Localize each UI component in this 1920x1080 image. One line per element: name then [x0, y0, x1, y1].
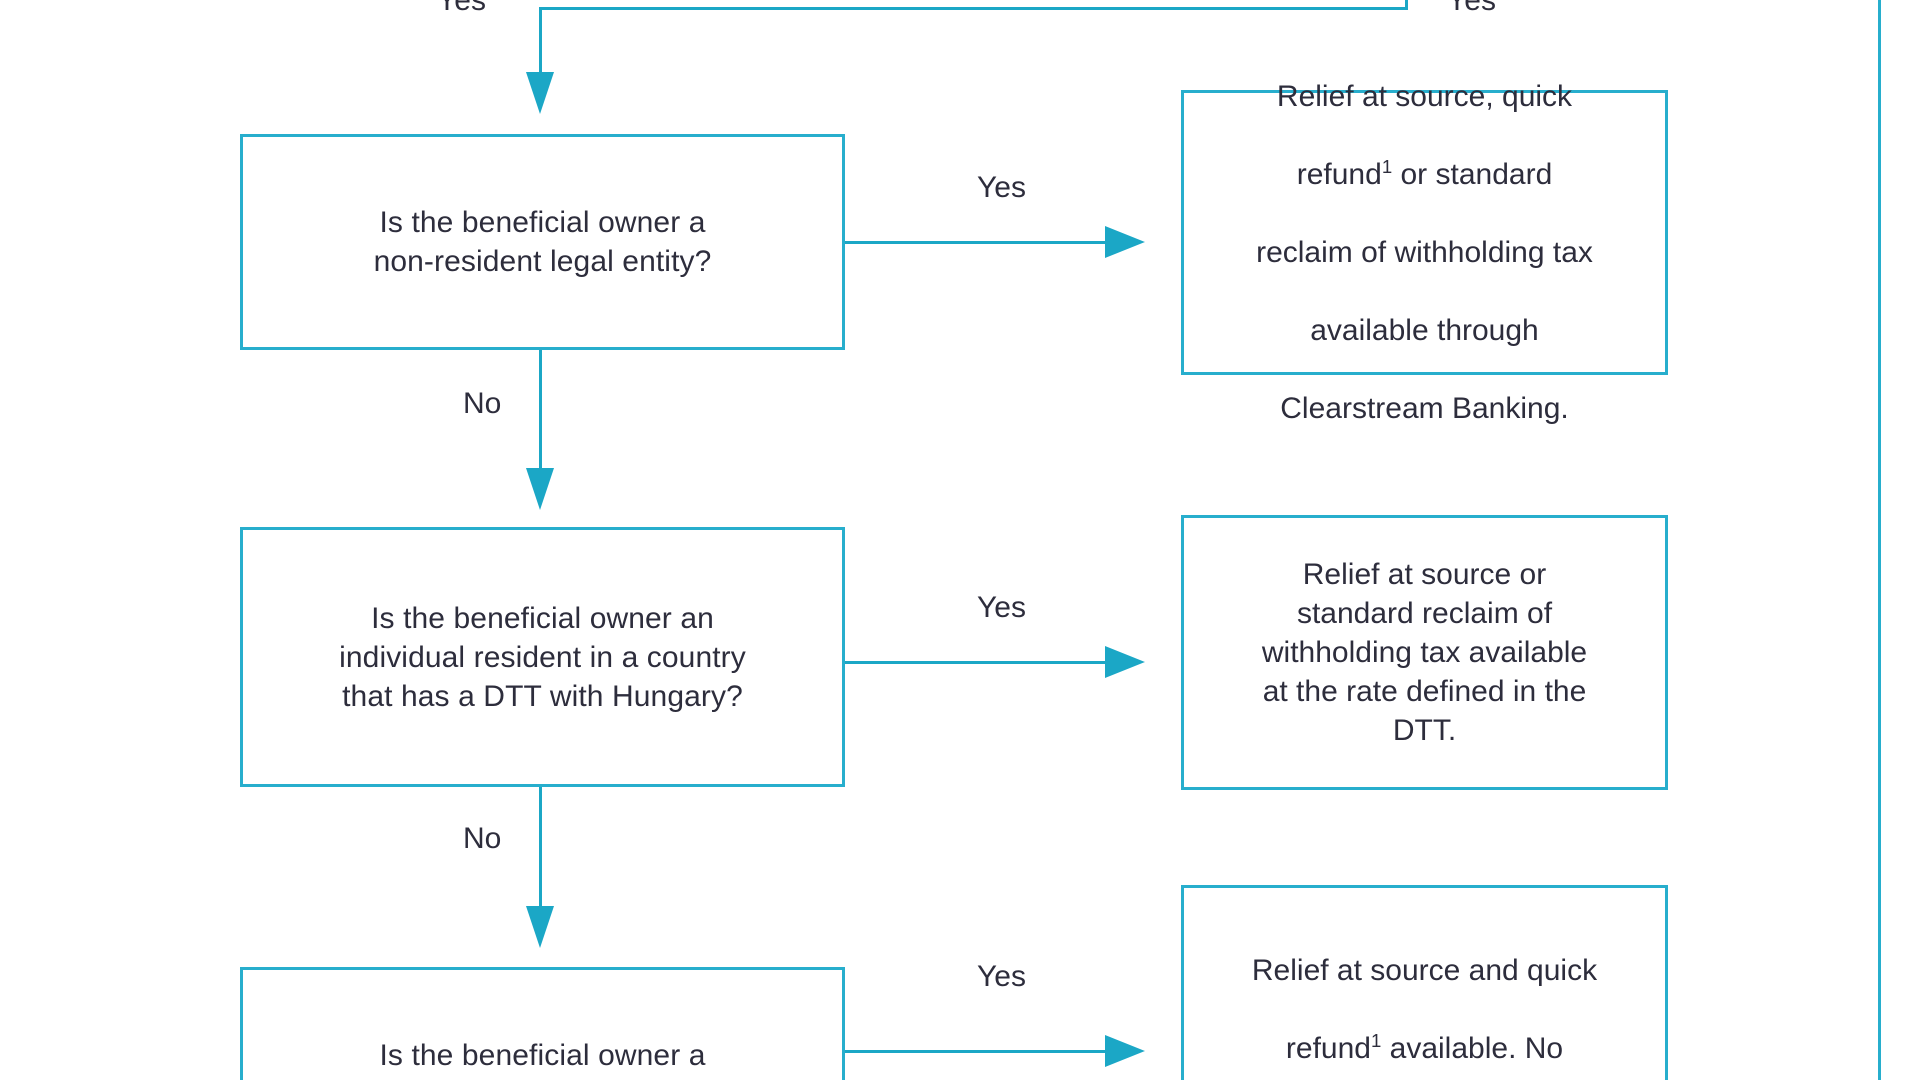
- decision-2-text: Is the beneficial owner an individual re…: [339, 601, 746, 713]
- connector-top-horizontal: [540, 7, 1408, 10]
- decision-3-text: Is the beneficial owner a Hungarian lega…: [379, 1039, 706, 1080]
- outcome-1-line-3: reclaim of withholding tax: [1256, 235, 1593, 269]
- arrowhead-decision-1-yes: [1105, 226, 1145, 258]
- connector-top-right-stub: [1405, 0, 1408, 10]
- decision-box-non-resident-legal-entity[interactable]: Is the beneficial owner a non-resident l…: [240, 134, 845, 350]
- arrowhead-decision-1-no: [526, 468, 554, 510]
- outcome-1-text: Relief at source, quick refund1 or stand…: [1202, 38, 1647, 428]
- edge-label-yes-2: Yes: [977, 591, 1026, 624]
- outcome-3-line-2b: available. No: [1381, 1032, 1564, 1065]
- outcome-1-line-2a: refund: [1296, 157, 1382, 191]
- outcome-1-line-4: available through: [1310, 313, 1539, 347]
- outcome-2-text: Relief at source or standard reclaim of …: [1261, 558, 1588, 747]
- connector-top-to-decision-1: [539, 7, 542, 77]
- arrowhead-decision-2-no: [526, 906, 554, 948]
- edge-label-no-1: No: [463, 387, 502, 420]
- outcome-box-relief-dtt-rate[interactable]: Relief at source or standard reclaim of …: [1181, 515, 1668, 790]
- page-right-rule: [1878, 0, 1881, 1080]
- decision-box-individual-resident-dtt[interactable]: Is the beneficial owner an individual re…: [240, 527, 845, 787]
- decision-1-text: Is the beneficial owner a non-resident l…: [373, 206, 712, 278]
- edge-label-no-2: No: [463, 822, 502, 855]
- edge-label-top-yes-right: Yes: [1447, 0, 1496, 17]
- outcome-1-line-2b: or standard: [1392, 157, 1553, 191]
- outcome-1-line-1: Relief at source, quick: [1276, 79, 1573, 113]
- footnote-marker-2: 1: [1370, 1030, 1382, 1051]
- edge-label-yes-1: Yes: [977, 171, 1026, 204]
- outcome-3-line-2a: refund: [1285, 1032, 1371, 1065]
- arrowhead-decision-2-yes: [1105, 646, 1145, 678]
- edge-label-yes-3: Yes: [977, 960, 1026, 993]
- outcome-3-text: Relief at source and quick refund1 avail…: [1202, 912, 1647, 1080]
- edge-label-top-yes-left: Yes: [437, 0, 486, 17]
- connector-decision-3-yes: [845, 1050, 1110, 1053]
- footnote-marker-1: 1: [1381, 155, 1393, 177]
- outcome-1-line-5: Clearstream Banking.: [1280, 391, 1569, 425]
- arrowhead-decision-3-yes: [1105, 1035, 1145, 1067]
- connector-decision-1-yes: [845, 241, 1110, 244]
- connector-decision-1-no: [539, 350, 542, 472]
- connector-decision-2-yes: [845, 661, 1110, 664]
- outcome-box-relief-clearstream[interactable]: Relief at source, quick refund1 or stand…: [1181, 80, 1668, 425]
- decision-box-hungarian-legal-entity[interactable]: Is the beneficial owner a Hungarian lega…: [240, 967, 845, 1080]
- arrowhead-top-to-decision-1: [526, 72, 554, 114]
- connector-decision-2-no: [539, 787, 542, 910]
- outcome-3-line-1: Relief at source and quick: [1251, 954, 1598, 987]
- outcome-box-relief-no-standard-reclaim[interactable]: Relief at source and quick refund1 avail…: [1181, 885, 1668, 1080]
